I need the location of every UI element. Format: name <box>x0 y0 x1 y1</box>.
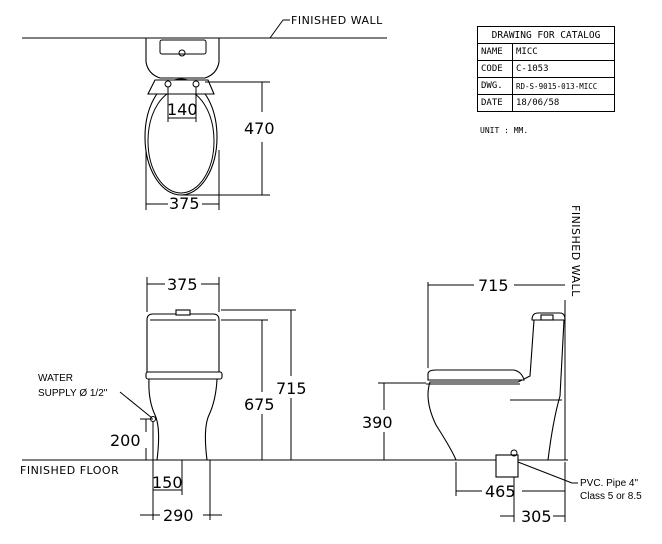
title-value-name: MICC <box>512 43 615 61</box>
front-tank <box>146 313 220 376</box>
water-supply-label-2: SUPPLY Ø 1/2" <box>38 388 108 399</box>
dim-side-depth: 715 <box>478 276 509 295</box>
title-value-dwg: RD-S-9015-013-MICC <box>512 77 615 95</box>
dim-plan-depth: 470 <box>244 119 275 138</box>
title-key-dwg: DWG. <box>477 77 513 95</box>
finished-wall-top-label: FINISHED WALL <box>291 14 383 27</box>
side-seat <box>427 369 525 381</box>
unit-note: UNIT : MM. <box>480 126 529 135</box>
dim-plan-width: 375 <box>169 194 200 213</box>
plan-seat-outline <box>144 78 218 196</box>
dim-front-width: 375 <box>167 275 198 294</box>
finished-floor-label: FINISHED FLOOR <box>20 464 119 477</box>
water-supply-label-1: WATER <box>38 373 73 384</box>
plan-tank <box>145 37 220 79</box>
front-seat <box>145 371 223 380</box>
title-key-date: DATE <box>477 94 513 112</box>
title-block: DRAWING FOR CATALOG NAME MICC CODE C-105… <box>477 26 615 112</box>
title-block-header: DRAWING FOR CATALOG <box>477 26 615 44</box>
plan-seat-hinge <box>147 79 215 95</box>
title-key-name: NAME <box>477 43 513 61</box>
pvc-label-1: PVC. Pipe 4" <box>580 478 638 489</box>
dim-seat-height: 390 <box>362 413 393 432</box>
title-value-date: 18/06/58 <box>512 94 615 112</box>
dim-supply-offset: 150 <box>152 473 183 492</box>
dim-rough-in: 305 <box>521 507 552 526</box>
side-body <box>427 319 565 461</box>
title-value-code: C-1053 <box>512 60 615 78</box>
dim-supply-height: 200 <box>110 431 141 450</box>
dim-front-tank-height: 675 <box>244 395 275 414</box>
outlet-pipe <box>495 454 519 478</box>
dim-outlet-offset: 290 <box>163 506 194 525</box>
side-view: FINISHED WALL 715 390 465 305 <box>362 205 642 526</box>
finished-wall-side-label: FINISHED WALL <box>569 205 582 297</box>
dim-hole-spacing: 140 <box>167 100 198 119</box>
dim-front-total-height: 715 <box>276 379 307 398</box>
front-pedestal <box>148 378 218 461</box>
title-key-code: CODE <box>477 60 513 78</box>
front-view: 375 675 715 WATER SUPPLY Ø 1/2" 200 150 … <box>38 275 307 525</box>
front-flush-button <box>175 309 191 316</box>
pvc-label-2: Class 5 or 8.5 <box>580 491 642 502</box>
dim-outlet-distance: 465 <box>485 482 516 501</box>
plan-view: FINISHED WALL 140 470 375 <box>22 14 387 213</box>
finished-wall-leader <box>269 19 284 39</box>
flush-button <box>178 49 186 57</box>
